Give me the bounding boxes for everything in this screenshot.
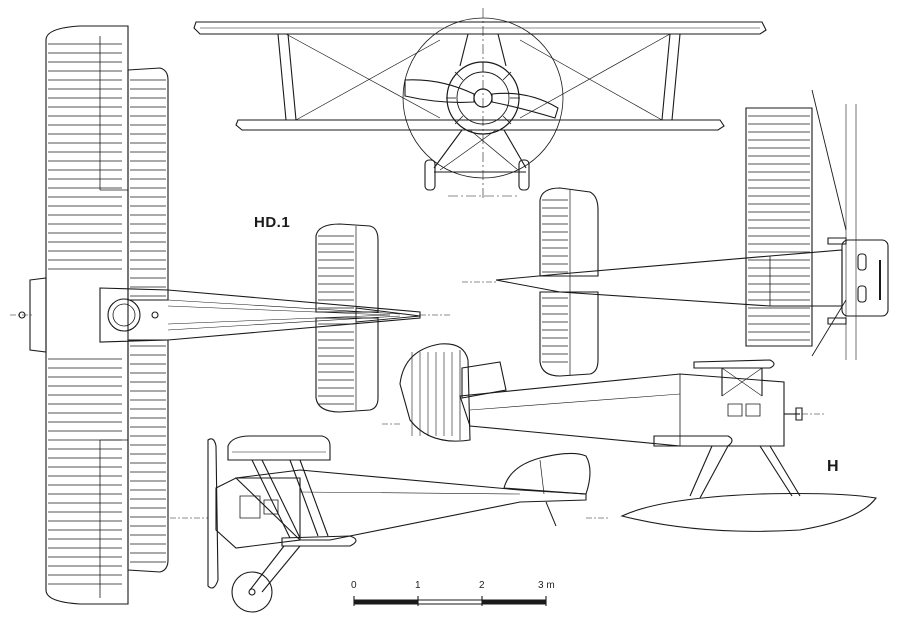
side-view-h [382,344,876,532]
scale-tick-2: 2 [479,580,485,591]
scale-tick-3: 3 m [538,580,555,591]
front-view [194,8,766,200]
scale-tick-0: 0 [351,580,357,591]
model-label-hd1: HD.1 [254,214,291,231]
scale-bar [354,596,546,606]
model-label-h: H [827,458,839,475]
scale-tick-1: 1 [415,580,421,591]
plan-view [10,26,450,604]
plan-view-partial [462,90,888,376]
side-view-hd1 [170,436,610,612]
